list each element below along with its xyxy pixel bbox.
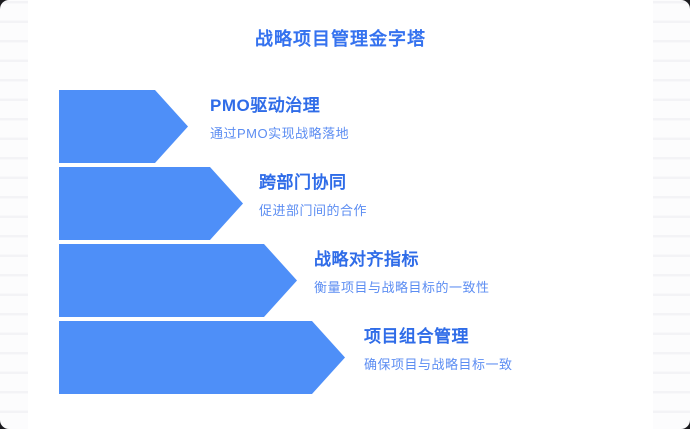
level-heading: 跨部门协同 [259,173,347,192]
level-heading: PMO驱动治理 [210,96,321,115]
level-description: 通过PMO实现战略落地 [210,126,350,141]
level-text: 战略对齐指标 衡量项目与战略目标的一致性 [314,250,490,295]
level-description: 促进部门间的合作 [259,203,368,218]
arrow-shape [59,244,297,317]
level-text: PMO驱动治理 通过PMO实现战略落地 [210,96,349,141]
level-heading: 项目组合管理 [364,327,469,346]
level-description: 确保项目与战略目标一致 [364,357,513,372]
level-text: 项目组合管理 确保项目与战略目标一致 [364,327,513,372]
arrow-shape [59,321,345,394]
level-description: 衡量项目与战略目标的一致性 [314,280,490,295]
level-heading: 战略对齐指标 [314,250,419,269]
arrow-shape [59,167,243,240]
page-title: 战略项目管理金字塔 [255,29,426,49]
level-text: 跨部门协同 促进部门间的合作 [259,173,367,218]
